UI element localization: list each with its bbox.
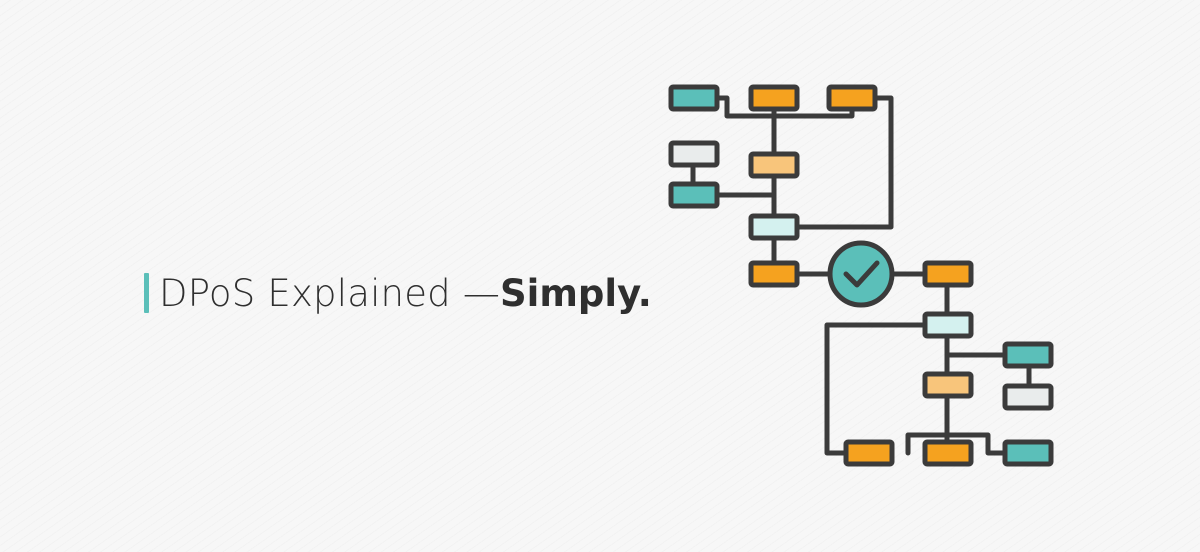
node-light-orange — [748, 151, 800, 179]
node-orange — [922, 260, 974, 288]
node-orange — [748, 260, 800, 288]
node-light-teal — [748, 213, 800, 241]
title-accent-bar — [144, 273, 149, 313]
node-light-orange — [922, 371, 974, 399]
node-gray — [668, 140, 720, 168]
hero-title: DPoS Explained — Simply. — [144, 266, 652, 320]
node-orange — [843, 439, 895, 467]
title-main-text: DPoS Explained — — [159, 271, 501, 315]
check-icon — [827, 240, 895, 308]
node-teal — [1002, 341, 1054, 369]
node-orange — [922, 439, 974, 467]
node-boxes — [668, 84, 1054, 467]
title-emphasis-text: Simply. — [500, 271, 652, 315]
connector-line — [824, 322, 928, 456]
node-teal — [668, 181, 720, 209]
node-orange — [826, 84, 878, 112]
node-teal — [1002, 439, 1054, 467]
node-light-teal — [922, 311, 974, 339]
connector-line — [795, 95, 894, 230]
node-gray — [1002, 383, 1054, 411]
node-orange — [748, 84, 800, 112]
node-teal — [668, 84, 720, 112]
connector-line — [905, 432, 1008, 456]
